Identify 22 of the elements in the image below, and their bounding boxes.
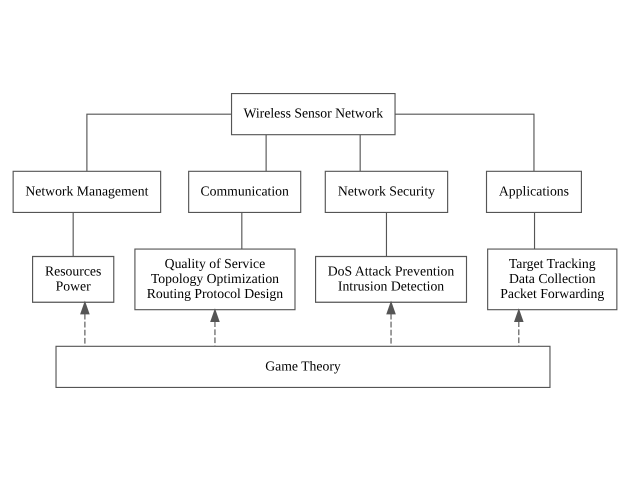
node-box: Quality of Service Topology Optimization Routing Protocol Design (134, 248, 296, 310)
node-box: Communication (188, 170, 302, 213)
node-box: Wireless Sensor Network (230, 92, 396, 135)
arrow (80, 300, 90, 346)
connector (86, 113, 232, 171)
node-box: Network Security (324, 170, 448, 213)
connector (72, 212, 74, 256)
connector (266, 134, 267, 171)
node-box: Game Theory (55, 345, 551, 388)
arrow (210, 308, 220, 346)
node-box: Resources Power (32, 255, 114, 302)
arrow (386, 300, 396, 346)
connector (534, 212, 536, 248)
connector (395, 113, 535, 171)
node-box: Target Tracking Data Collection Packet Forwarding (487, 248, 618, 310)
node-box: Network Management (12, 170, 162, 213)
connector (386, 212, 388, 256)
connector (241, 212, 242, 248)
node-box: Applications (486, 170, 582, 213)
arrow (514, 308, 524, 346)
node-box: DoS Attack Prevention Intrusion Detection (315, 255, 468, 302)
connector (360, 134, 361, 171)
